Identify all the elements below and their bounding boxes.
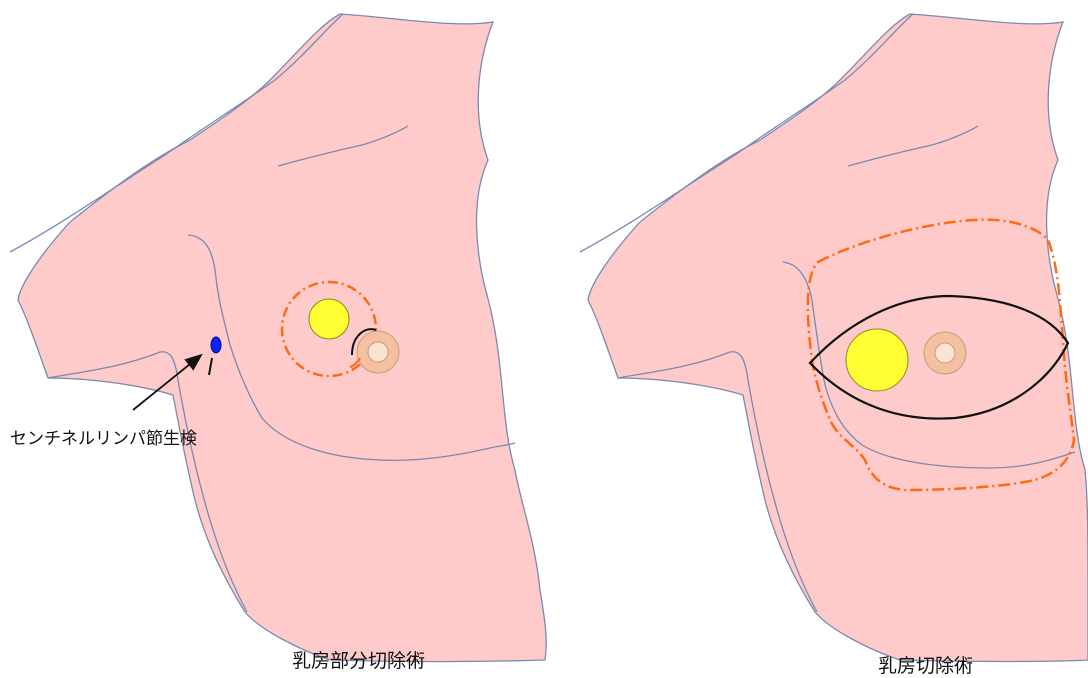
right-tumor-icon xyxy=(846,329,908,391)
caption-partial-mastectomy: 乳房部分切除術 xyxy=(292,646,425,673)
left-tumor-icon xyxy=(309,299,349,339)
left-nipple-icon xyxy=(368,342,388,362)
lymph-node-dot-icon xyxy=(211,337,221,353)
sentinel-biopsy-label: センチネルリンパ節生検 xyxy=(10,424,197,449)
right-nipple-icon xyxy=(935,343,955,363)
right-figure xyxy=(580,14,1088,662)
left-figure xyxy=(10,14,546,662)
left-torso-silhouette xyxy=(18,14,546,662)
